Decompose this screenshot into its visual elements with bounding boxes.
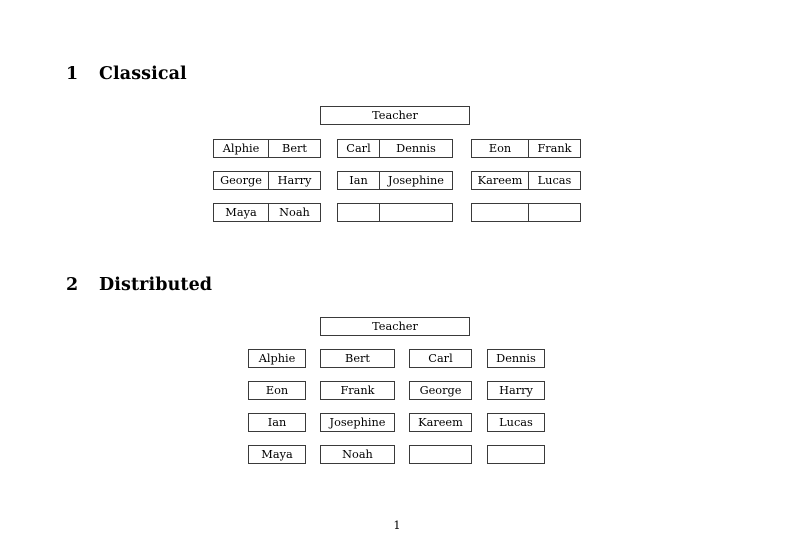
section-number: 2 — [66, 275, 79, 295]
student-box: Carl — [409, 349, 472, 368]
student-cell: Lucas — [528, 171, 581, 190]
student-box-empty — [409, 445, 472, 464]
table-row: Kareem Lucas — [471, 171, 581, 190]
table-row: Alphie Bert — [213, 139, 321, 158]
student-box: Kareem — [409, 413, 472, 432]
student-box: George — [409, 381, 472, 400]
student-cell-empty — [379, 203, 453, 222]
student-cell: Harry — [268, 171, 321, 190]
student-box: Maya — [248, 445, 306, 464]
section-heading-classical: 1 Classical — [66, 64, 187, 84]
student-cell-empty — [337, 203, 380, 222]
table-row: Ian Josephine — [337, 171, 453, 190]
section-number: 1 — [66, 64, 79, 84]
section-heading-distributed: 2 Distributed — [66, 275, 212, 295]
student-cell: Josephine — [379, 171, 453, 190]
student-cell: Dennis — [379, 139, 453, 158]
section-title: Distributed — [99, 275, 213, 295]
student-cell: Eon — [471, 139, 529, 158]
student-box: Bert — [320, 349, 395, 368]
table-row: Carl Dennis — [337, 139, 453, 158]
student-cell: Frank — [528, 139, 581, 158]
table-row: George Harry — [213, 171, 321, 190]
student-cell: George — [213, 171, 269, 190]
student-box: Lucas — [487, 413, 545, 432]
student-cell: Maya — [213, 203, 269, 222]
teacher-box-distributed: Teacher — [320, 317, 470, 336]
table-row: Maya Noah — [213, 203, 321, 222]
student-cell: Ian — [337, 171, 380, 190]
section-title: Classical — [99, 64, 187, 84]
student-box: Harry — [487, 381, 545, 400]
table-row-empty — [471, 203, 581, 222]
table-row-empty — [337, 203, 453, 222]
teacher-box-classical: Teacher — [320, 106, 470, 125]
student-box: Noah — [320, 445, 395, 464]
student-cell: Kareem — [471, 171, 529, 190]
student-cell: Bert — [268, 139, 321, 158]
student-box: Alphie — [248, 349, 306, 368]
table-row: Eon Frank — [471, 139, 581, 158]
student-cell: Noah — [268, 203, 321, 222]
student-cell: Carl — [337, 139, 380, 158]
student-box: Eon — [248, 381, 306, 400]
student-box: Josephine — [320, 413, 395, 432]
student-box: Frank — [320, 381, 395, 400]
student-box: Ian — [248, 413, 306, 432]
student-cell: Alphie — [213, 139, 269, 158]
student-cell-empty — [528, 203, 581, 222]
student-cell-empty — [471, 203, 529, 222]
page-number: 1 — [393, 519, 401, 532]
student-box-empty — [487, 445, 545, 464]
student-box: Dennis — [487, 349, 545, 368]
